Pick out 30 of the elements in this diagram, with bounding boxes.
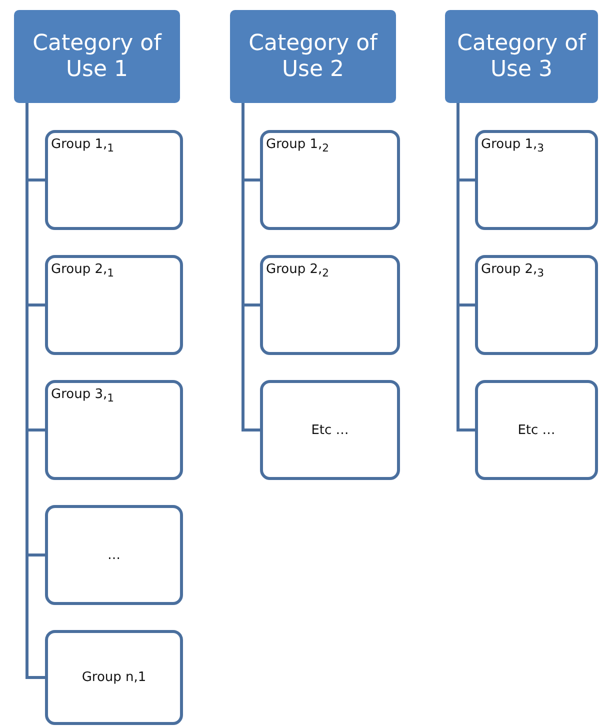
group-box xyxy=(475,255,598,355)
group-label: Group 1,$_{2}$ xyxy=(266,137,330,155)
group-box xyxy=(260,130,400,230)
group-box xyxy=(475,130,598,230)
category-header xyxy=(445,10,598,103)
group-box xyxy=(475,380,598,480)
group-box xyxy=(45,130,183,230)
group-label: Group n,1 xyxy=(82,670,146,685)
category-header xyxy=(230,10,396,103)
category-header xyxy=(14,10,180,103)
connector-line xyxy=(242,103,260,432)
group-label: Group 2,$_{3}$ xyxy=(481,262,544,280)
group-box xyxy=(45,505,183,605)
connector-line xyxy=(456,103,475,432)
header-text: Category of Use 3 xyxy=(456,31,588,82)
header-text: Category of Use 1 xyxy=(32,31,163,82)
group-label: … xyxy=(108,548,120,562)
group-label: Group 2,$_{2}$ xyxy=(266,262,330,280)
group-label: Group 3,$_{1}$ xyxy=(51,387,114,405)
group-label: Group 1,$_{3}$ xyxy=(481,137,544,155)
group-box xyxy=(45,255,183,355)
group-label: Etc … xyxy=(518,422,556,438)
group-box xyxy=(45,380,183,480)
group-label: Group 1,$_{1}$ xyxy=(51,137,114,155)
group-box xyxy=(260,255,400,355)
group-box xyxy=(45,630,183,725)
group-label: Group 2,$_{1}$ xyxy=(51,262,114,280)
group-label: Etc … xyxy=(311,422,349,438)
group-box xyxy=(260,380,400,480)
header-text: Category of Use 2 xyxy=(248,31,379,82)
